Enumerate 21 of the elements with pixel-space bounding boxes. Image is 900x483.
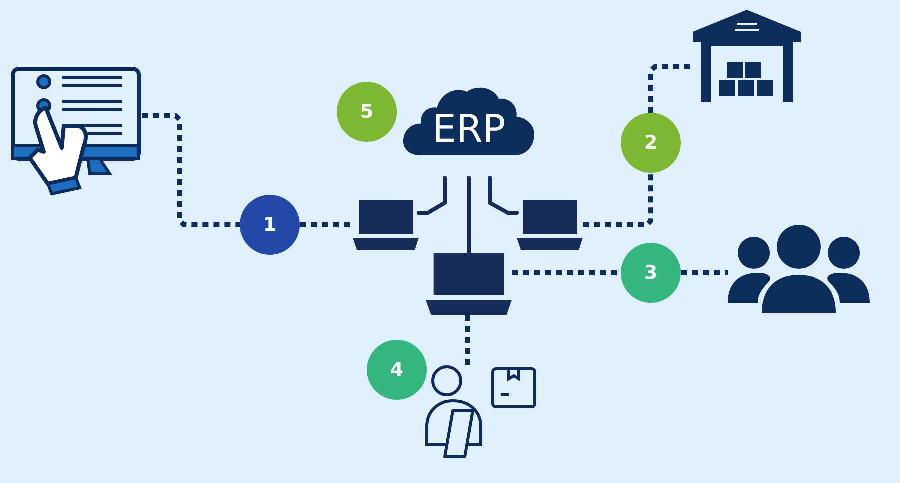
laptop-icon (353, 200, 419, 250)
step-number: 4 (390, 359, 404, 381)
dotted-connector (648, 64, 693, 113)
cloud-label: ERP (431, 109, 507, 149)
step-number: 3 (644, 262, 658, 284)
dotted-connector (300, 222, 353, 228)
connector-line (467, 176, 471, 255)
warehouse-icon (693, 10, 801, 102)
dotted-connector (583, 173, 654, 228)
touchscreen-monitor-icon (10, 66, 142, 196)
connector-line (417, 176, 447, 215)
connector-line (488, 176, 519, 215)
dotted-connector (681, 270, 728, 276)
group-of-people-icon (728, 225, 870, 315)
step-number: 5 (360, 101, 374, 123)
dotted-connector (466, 315, 470, 365)
dotted-connector (142, 114, 240, 228)
step-number: 2 (644, 132, 658, 154)
step-number: 1 (263, 214, 277, 236)
laptop-icon (426, 253, 512, 315)
laptop-icon (517, 200, 583, 250)
